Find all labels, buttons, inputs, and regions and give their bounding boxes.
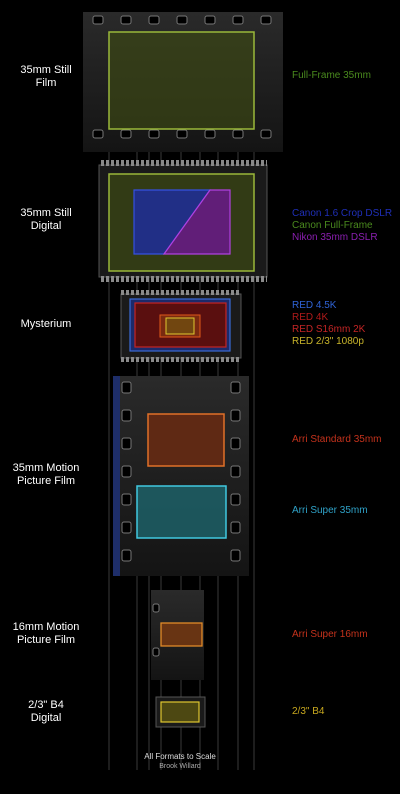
label-line: 35mm Motion bbox=[12, 462, 80, 474]
full-frame-35mm-frame bbox=[108, 31, 255, 130]
b4-frame bbox=[160, 701, 200, 723]
legend-arri-super-16: Arri Super 16mm bbox=[292, 629, 368, 640]
legend-still-digital: Canon 1.6 Crop DSLR Canon Full-Frame Nik… bbox=[292, 208, 392, 244]
label-line: Digital bbox=[30, 712, 62, 724]
legend-arri-super-35: Arri Super 35mm bbox=[292, 505, 368, 516]
legend-red-s16: RED S16mm 2K bbox=[292, 324, 366, 335]
label-line: Digital bbox=[30, 220, 62, 232]
legend-canon-full-frame: Canon Full-Frame bbox=[292, 220, 373, 231]
red-23-frame bbox=[165, 317, 195, 335]
footer-author: Brook Willard bbox=[159, 763, 201, 770]
legend-red-45k: RED 4.5K bbox=[292, 300, 337, 311]
motion-film-strip bbox=[113, 376, 249, 576]
legend-full-frame-35mm: Full-Frame 35mm bbox=[292, 70, 371, 81]
label-line: 16mm Motion bbox=[12, 621, 80, 633]
format-label-35mm-motion: 35mm Motion Picture Film bbox=[6, 462, 86, 488]
b4-sensor bbox=[155, 696, 206, 728]
legend-b4: 2/3" B4 bbox=[292, 706, 325, 717]
format-label-still-digital: 35mm Still Digital bbox=[6, 207, 86, 233]
legend-red-4k: RED 4K bbox=[292, 312, 329, 323]
still-digital-sensor bbox=[98, 160, 268, 282]
format-label-16mm-motion: 16mm Motion Picture Film bbox=[6, 621, 86, 647]
label-line: Mysterium bbox=[20, 318, 72, 330]
legend-red-23: RED 2/3" 1080p bbox=[292, 336, 364, 347]
legend-mysterium: RED 4.5K RED 4K RED S16mm 2K RED 2/3" 10… bbox=[292, 300, 365, 348]
label-line: 2/3" B4 bbox=[28, 699, 64, 711]
label-line: Picture Film bbox=[16, 475, 76, 487]
label-line: Picture Film bbox=[16, 634, 76, 646]
arri-standard-35-frame bbox=[147, 413, 225, 467]
legend-nikon-dslr: Nikon 35mm DSLR bbox=[292, 232, 378, 243]
format-label-b4: 2/3" B4 Digital bbox=[6, 699, 86, 725]
arri-super-35-frame bbox=[136, 485, 227, 539]
label-line: 35mm Still bbox=[20, 64, 72, 76]
label-line: Film bbox=[35, 77, 57, 89]
nikon-dslr-frame bbox=[162, 189, 231, 255]
legend-canon-crop: Canon 1.6 Crop DSLR bbox=[292, 208, 393, 219]
legend-arri-standard-35: Arri Standard 35mm bbox=[292, 434, 382, 445]
film-16mm-strip bbox=[151, 590, 204, 680]
label-line: 35mm Still bbox=[20, 207, 72, 219]
mysterium-sensor bbox=[120, 290, 242, 362]
format-label-mysterium: Mysterium bbox=[6, 318, 86, 331]
format-label-still-film: 35mm Still Film bbox=[6, 64, 86, 90]
still-film-strip bbox=[83, 12, 283, 152]
footer-scale-note: All Formats to Scale bbox=[144, 752, 216, 761]
arri-super-16-frame bbox=[160, 622, 203, 647]
